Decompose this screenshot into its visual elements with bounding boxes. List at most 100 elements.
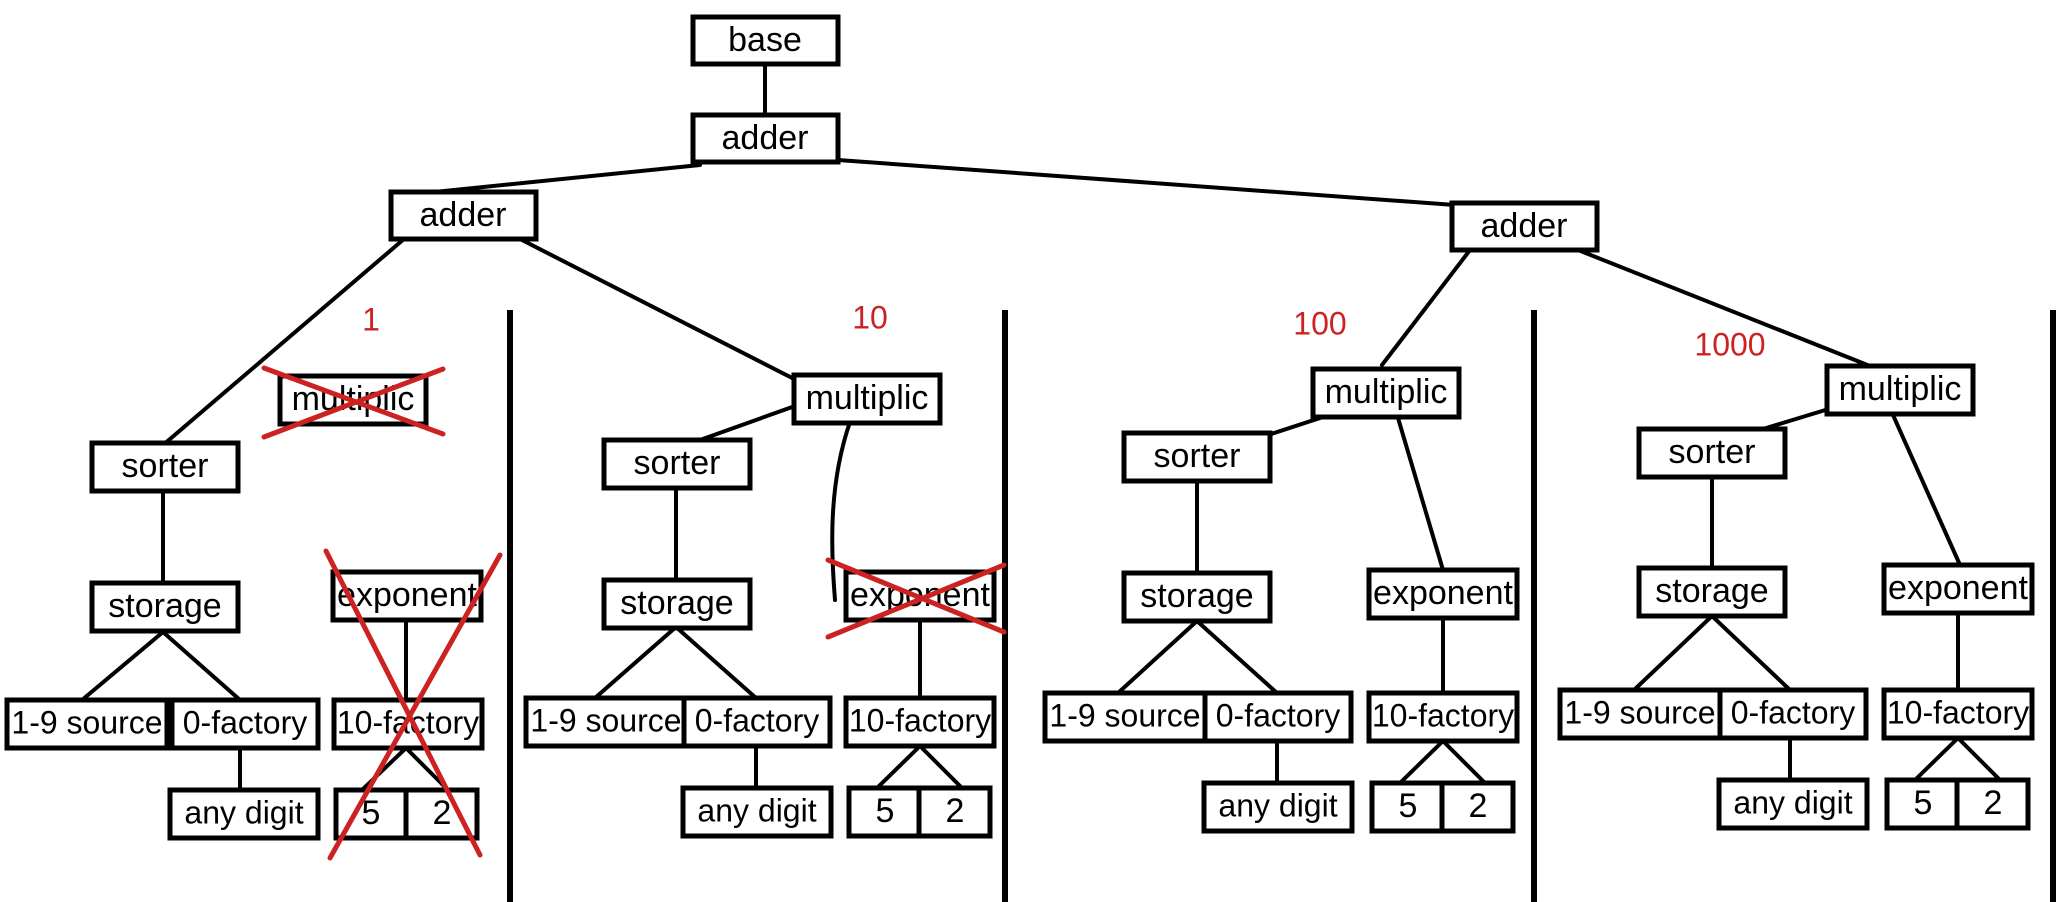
edge-storage-zerofactory-col100	[1195, 619, 1279, 695]
node-tenfactory-col100[interactable]: 10-factory	[1366, 690, 1520, 744]
node-multiplic-col10[interactable]: multiplic	[791, 372, 943, 426]
node-storage-col1000-label: storage	[1655, 572, 1768, 610]
edge-tenfactory-digit2-col1000	[1956, 736, 2002, 782]
node-digit5-col10[interactable]: 5	[846, 785, 923, 839]
node-sorter-col1000[interactable]: sorter	[1636, 426, 1788, 480]
node-anydigit-col1000[interactable]: any digit	[1716, 777, 1870, 831]
node-zerofactory-col10[interactable]: 0-factory	[681, 695, 833, 749]
node-adder-left-label: adder	[420, 196, 507, 234]
node-base-label: base	[728, 21, 802, 59]
node-digit5-col1000[interactable]: 5	[1884, 777, 1961, 831]
node-tenfactory-col100-label: 10-factory	[1372, 697, 1514, 733]
node-digit5-col1[interactable]: 5	[333, 787, 410, 841]
node-adder-right-label: adder	[1481, 207, 1568, 245]
node-digit5-col1-label: 5	[362, 794, 381, 832]
node-storage-col100-label: storage	[1140, 577, 1253, 615]
node-tenfactory-col1000[interactable]: 10-factory	[1881, 687, 2035, 741]
edge-adderleft-to-multiplic-10	[518, 237, 802, 384]
node-sorter-col1-label: sorter	[122, 447, 209, 485]
node-multiplic-col1000[interactable]: multiplic	[1824, 363, 1976, 417]
node-storage-col1000[interactable]: storage	[1636, 565, 1788, 619]
node-sorter-col1[interactable]: sorter	[89, 440, 241, 494]
group-label-1000: 1000	[1694, 326, 1765, 362]
edge-storage-source-col10	[593, 625, 678, 700]
node-digit2-col100[interactable]: 2	[1439, 780, 1516, 834]
edge-storage-source-col1	[80, 630, 165, 702]
group-label-100: 100	[1293, 305, 1346, 341]
node-source-col1-label: 1-9 source	[11, 704, 162, 740]
node-zerofactory-col1-label: 0-factory	[183, 704, 307, 740]
node-adder-right[interactable]: adder	[1449, 200, 1600, 253]
node-source-col100[interactable]: 1-9 source	[1042, 690, 1208, 744]
node-zerofactory-col1000[interactable]: 0-factory	[1717, 687, 1869, 741]
node-digit2-col10[interactable]: 2	[916, 785, 993, 839]
node-zerofactory-col100-label: 0-factory	[1216, 697, 1340, 733]
node-sorter-col10[interactable]: sorter	[601, 437, 753, 491]
node-sorter-col100[interactable]: sorter	[1121, 430, 1273, 484]
node-digit2-col1-label: 2	[433, 794, 452, 832]
edge-tenfactory-digit5-col1	[360, 746, 408, 792]
node-anydigit-col1000-label: any digit	[1733, 784, 1852, 820]
edge-adderright-to-multiplic-100	[1380, 248, 1472, 367]
node-zerofactory-col100[interactable]: 0-factory	[1202, 690, 1354, 744]
node-tenfactory-col10-label: 10-factory	[849, 702, 991, 738]
node-anydigit-col1-label: any digit	[184, 794, 303, 830]
node-adder-root-label: adder	[722, 119, 809, 157]
node-source-col10-label: 1-9 source	[530, 702, 681, 738]
node-digit5-col10-label: 5	[876, 792, 895, 830]
node-storage-col1[interactable]: storage	[89, 580, 241, 634]
node-source-col1[interactable]: 1-9 source	[4, 697, 170, 751]
node-digit5-col100-label: 5	[1399, 787, 1418, 825]
edge-multiplic-sorter-col10	[698, 404, 797, 442]
node-digit5-col1000-label: 5	[1914, 784, 1933, 822]
edge-storage-zerofactory-col1	[161, 630, 242, 702]
edge-adderleft-to-sorter-1	[161, 237, 406, 447]
node-anydigit-col10[interactable]: any digit	[680, 785, 834, 839]
node-sorter-col1000-label: sorter	[1669, 433, 1756, 471]
node-source-col1000-label: 1-9 source	[1564, 694, 1715, 730]
node-adder-left[interactable]: adder	[388, 189, 539, 242]
node-exponent-col1-label: exponent	[337, 576, 477, 614]
node-source-col100-label: 1-9 source	[1049, 697, 1200, 733]
node-source-col10[interactable]: 1-9 source	[523, 695, 689, 749]
node-multiplic-col100-label: multiplic	[1325, 373, 1448, 411]
node-multiplic-col1000-label: multiplic	[1839, 370, 1962, 408]
edge-adder-to-adder-right	[836, 158, 1457, 207]
node-zerofactory-col1000-label: 0-factory	[1731, 694, 1855, 730]
node-digit2-col10-label: 2	[946, 792, 965, 830]
edge-tenfactory-digit5-col100	[1398, 739, 1445, 785]
node-source-col1000[interactable]: 1-9 source	[1557, 687, 1723, 741]
edge-storage-zerofactory-col10	[674, 625, 758, 700]
node-anydigit-col1[interactable]: any digit	[167, 787, 321, 841]
node-zerofactory-col1[interactable]: 0-factory	[169, 697, 321, 751]
edge-multiplic-exponent-col100	[1396, 416, 1445, 572]
node-sorter-col10-label: sorter	[634, 444, 721, 482]
strike-multiplic-col1	[261, 365, 446, 440]
node-tenfactory-col10[interactable]: 10-factory	[843, 695, 997, 749]
node-anydigit-col100-label: any digit	[1218, 787, 1337, 823]
node-multiplic-col10-label: multiplic	[806, 379, 929, 417]
edge-tenfactory-digit5-col10	[875, 744, 922, 790]
node-zerofactory-col10-label: 0-factory	[695, 702, 819, 738]
node-storage-col10[interactable]: storage	[601, 577, 753, 631]
node-storage-col100[interactable]: storage	[1121, 570, 1273, 624]
node-tenfactory-col1000-label: 10-factory	[1887, 694, 2029, 730]
node-exponent-col100[interactable]: exponent	[1366, 567, 1520, 621]
edge-adderright-to-multiplic-1000	[1576, 248, 1877, 370]
node-digit2-col1000[interactable]: 2	[1954, 777, 2031, 831]
node-anydigit-col10-label: any digit	[697, 792, 816, 828]
edge-storage-zerofactory-col1000	[1710, 614, 1792, 692]
node-digit2-col1000-label: 2	[1984, 784, 2003, 822]
node-multiplic-col100[interactable]: multiplic	[1310, 366, 1462, 420]
edge-storage-source-col100	[1116, 619, 1199, 695]
node-anydigit-col100[interactable]: any digit	[1201, 780, 1355, 834]
edge-multiplic-exponent-col1000	[1891, 413, 1962, 567]
edge-storage-source-col1000	[1632, 614, 1714, 692]
node-base[interactable]: base	[690, 14, 841, 67]
node-exponent-col1000[interactable]: exponent	[1881, 562, 2035, 616]
node-adder-root[interactable]: adder	[690, 112, 841, 165]
node-digit5-col100[interactable]: 5	[1369, 780, 1446, 834]
edge-tenfactory-digit2-col100	[1441, 739, 1487, 785]
